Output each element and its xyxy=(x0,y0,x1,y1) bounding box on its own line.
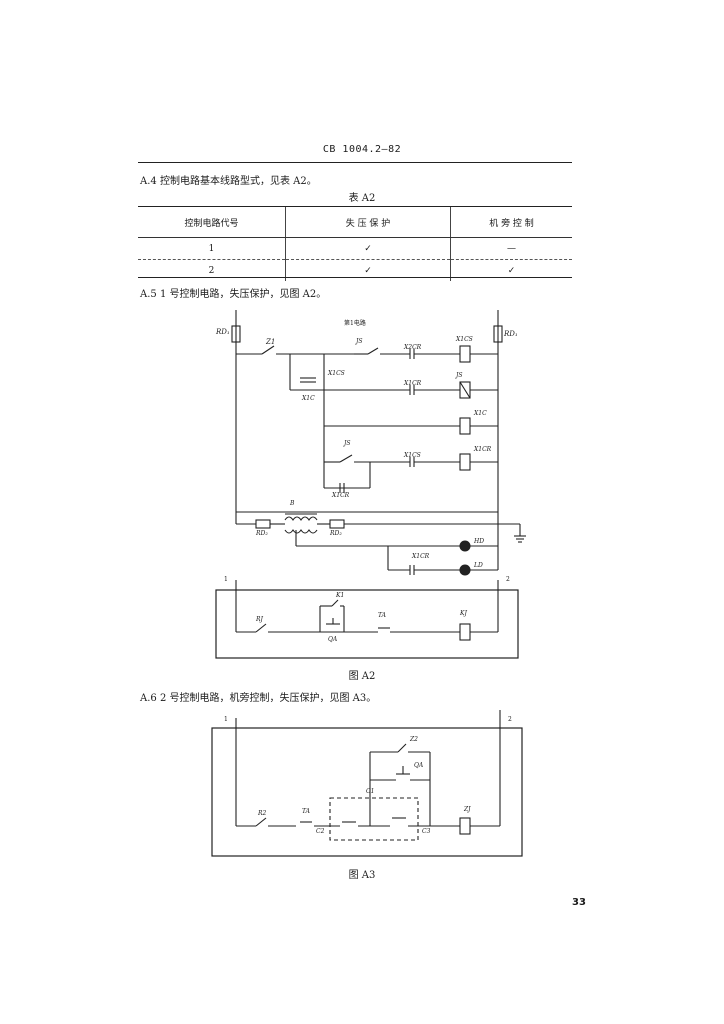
fig-a2-rd2-r: RD₂ xyxy=(330,530,342,537)
fig-a2-t2: 2 xyxy=(506,576,510,583)
fig-a3-c2: C2 xyxy=(316,828,325,835)
fig-a2-x1cr-lamp: X1CR xyxy=(412,553,430,560)
fig-a2-js-lower: JS xyxy=(344,440,351,447)
clause-a5: A.5 1 号控制电路，失压保护，见图 A2。 xyxy=(140,289,327,300)
fig-a2-x1cr-r: X1CR xyxy=(474,446,492,453)
fig-a2-rd1-left: RD₁ xyxy=(216,328,230,336)
table-bottom-rule xyxy=(138,277,572,278)
header-rule xyxy=(138,162,572,163)
fig-a2-js-top: JS xyxy=(356,338,363,345)
fig-a2-qa: QA xyxy=(328,636,338,643)
fig-a3-c1: C1 xyxy=(366,788,375,795)
table-header-cell: 失 压 保 护 xyxy=(285,207,451,238)
fig-a2-js: JS xyxy=(456,372,463,379)
fig-a2-x1cs-mid: X1CS xyxy=(328,370,345,377)
fig-a3-qa: QA xyxy=(414,762,424,769)
fig-a2-x1c-r: X1C xyxy=(474,410,487,417)
fig-a2-x1cs-low: X1CS xyxy=(404,452,421,459)
fig-a2-x1cr-bot: X1CR xyxy=(332,492,350,499)
fig-a2-note: 第1电路 xyxy=(344,320,366,327)
table-top-rule xyxy=(138,206,572,207)
table-caption: 表 A2 xyxy=(348,193,376,204)
fig-a3-c3: C3 xyxy=(422,828,431,835)
table-row: 2 ✓ ✓ xyxy=(138,259,572,281)
fig-a2-ld: LD xyxy=(474,562,483,569)
figure-a2-caption: 图 A2 xyxy=(348,671,376,682)
figure-a3-caption: 图 A3 xyxy=(348,870,376,881)
fig-a2-ta: TA xyxy=(378,612,387,619)
fig-a3-ta: TA xyxy=(302,808,311,815)
fig-a3-r2: R2 xyxy=(258,810,267,817)
fig-a3-z2: Z2 xyxy=(410,736,418,743)
fig-a2-rj: RJ xyxy=(256,616,263,623)
fig-a2-x1c: X1C xyxy=(302,395,315,402)
fig-a2-x1cr: X1CR xyxy=(404,380,422,387)
fig-a2-kj: KJ xyxy=(460,610,467,617)
table-cell: ✓ xyxy=(450,259,572,281)
clause-a6: A.6 2 号控制电路，机旁控制，失压保护，见图 A3。 xyxy=(140,693,377,704)
table-cell: ✓ xyxy=(285,259,451,281)
standard-number: CB 1004.2—82 xyxy=(322,144,402,155)
fig-a2-x2cr: X2CR xyxy=(404,344,422,351)
clause-a4: A.4 控制电路基本线路型式，见表 A2。 xyxy=(140,176,317,187)
table-cell: — xyxy=(450,237,572,260)
fig-a2-hd: HD xyxy=(474,538,485,545)
fig-a2-rd1-right: RD₁ xyxy=(504,330,518,338)
table-cell: ✓ xyxy=(285,237,451,260)
table-cell: 2 xyxy=(208,265,215,276)
table-a2: 控制电路代号 失 压 保 护 机 旁 控 制 1 ✓ — 2 ✓ ✓ xyxy=(138,207,572,281)
fig-a2-rd2-l: RD₂ xyxy=(256,530,268,537)
table-header-row: 控制电路代号 失 压 保 护 机 旁 控 制 xyxy=(138,207,572,238)
fig-a2-k1: K1 xyxy=(336,592,345,599)
fig-a2-b: B xyxy=(290,500,295,507)
fig-a2-x1cs: X1CS xyxy=(456,336,473,343)
page-number: 33 xyxy=(572,897,586,908)
fig-a2-t1: 1 xyxy=(224,576,228,583)
fig-a3-zj: ZJ xyxy=(464,806,471,813)
table-header-cell: 机 旁 控 制 xyxy=(450,207,572,238)
table-cell: 1 xyxy=(138,237,286,260)
table-header-cell: 控制电路代号 xyxy=(138,207,286,238)
fig-a3-t2: 2 xyxy=(508,716,512,723)
table-row: 1 ✓ — xyxy=(138,237,572,260)
fig-a3-t1: 1 xyxy=(224,716,228,723)
fig-a2-z1: Z1 xyxy=(266,338,276,346)
